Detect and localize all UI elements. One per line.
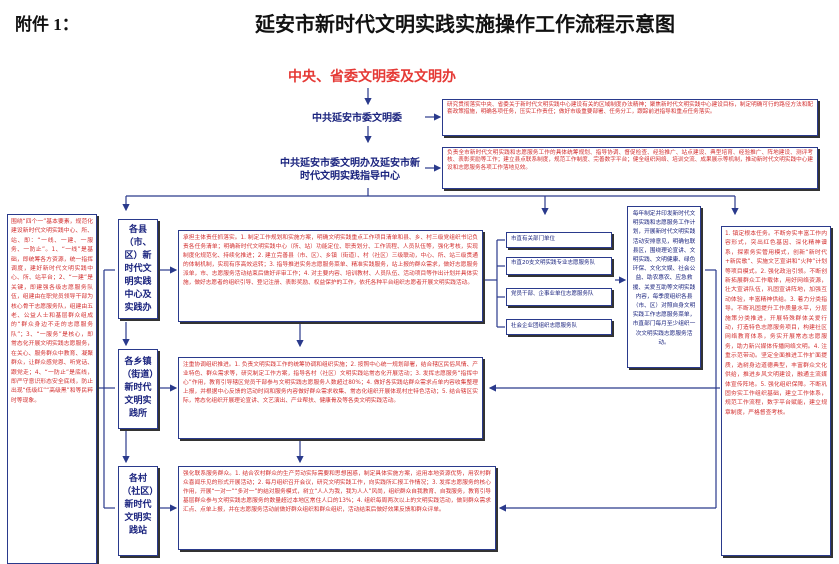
dept-item: 市直有关部门单位 [506,232,612,248]
township-label: 各乡镇（街道）新时代文明实践所 [118,349,158,429]
office-desc: 负责全市新时代文明实践和志愿服务工作的具体统筹规划、指导协调、督促检查、经验推广… [442,147,818,189]
dept-item: 党员干部、企事业单位志愿服务队 [506,288,612,306]
committee-label: 中共延安市委文明委 [312,113,402,124]
page-title: 延安市新时代文明实践实施操作工作流程示意图 [255,12,675,36]
office-label: 中共延安市委文明办及延安市新时代文明实践指导中心 [280,158,420,182]
dept-item: 社会企业团组织志愿服务队 [506,319,612,335]
county-label: 各县（市、区）新时代文明实践中心及实践办 [118,219,158,319]
village-label: 各村（社区）新时代文明实践站 [118,466,158,556]
village-desc: 强化联系服务群众。1. 结合农村群众的生产劳动实际需要和思想困惑，制定具体实施方… [178,466,496,550]
right-sidebar: 1. 镇定根本任务。不断夯实丰富工作内容形式，突出红色基因、深化精神谱系，探索务… [721,226,831,556]
attachment-label: 附件 1： [15,15,79,34]
committee-desc: 研究贯彻落实中央、省委关于新时代文明实践中心建设有关的区域制度办法精神；聚焦新时… [442,99,818,136]
dept-item: 市直20支文明实践专业志愿服务队 [506,257,612,275]
top-org: 中央、省委文明委及文明办 [288,69,456,85]
left-sidebar: 围绕“四个一”基本要素，规范化建设新时代文明实践中心、所、站、即：“一线、一建、… [7,214,97,564]
township-desc: 注重协调组织推进。1. 负责文明实践工作的统筹协调和组织实施；2. 按照中心统一… [178,357,483,439]
annual-plan: 每年制定并印发新时代文明实践和志愿服务工作计划，开展新时代文明实践活动安排意见，… [627,206,701,368]
county-desc: 承担主体责任抓落实。1. 制定工作规划和实施方案，明确文明实践重点工作项目清单和… [178,230,483,322]
